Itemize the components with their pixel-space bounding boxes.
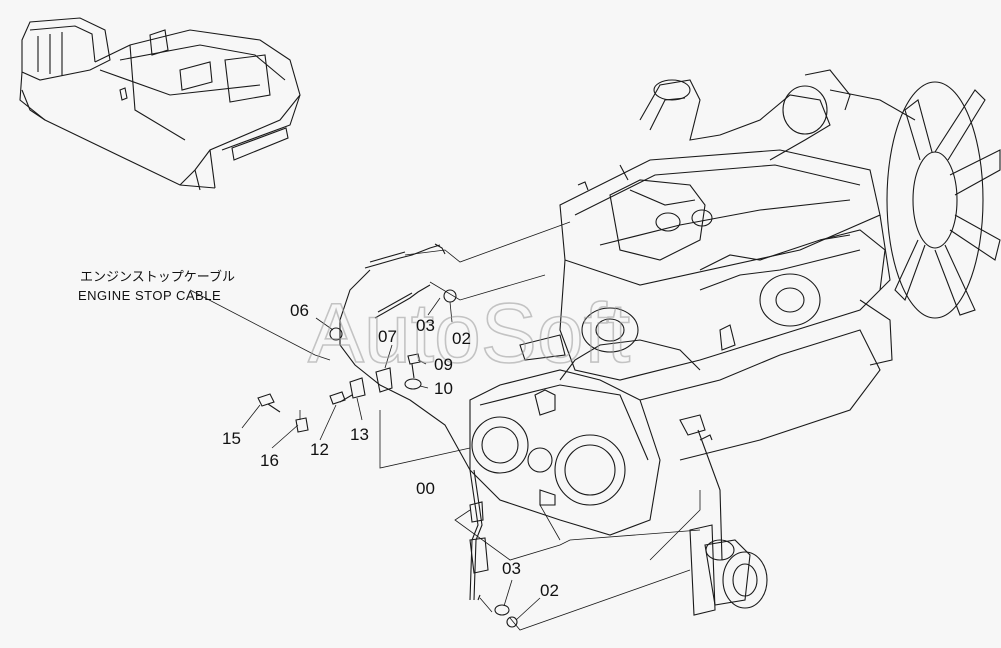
stop-solenoid <box>689 429 768 616</box>
hardware-parts <box>257 289 518 628</box>
callout-15: 15 <box>222 429 241 448</box>
callout-leaders <box>241 297 541 621</box>
caption-english: ENGINE STOP CABLE <box>78 288 221 303</box>
callout-10: 10 <box>434 379 453 398</box>
callout-13: 13 <box>350 425 369 444</box>
assembly-lines <box>189 221 701 631</box>
engine-block <box>469 79 893 536</box>
callout-06: 06 <box>290 301 309 320</box>
callout-07: 07 <box>378 327 397 346</box>
excavator-thumbnail <box>19 17 301 191</box>
callout-12: 12 <box>310 440 329 459</box>
callout-03-top: 03 <box>416 316 435 335</box>
callout-03-bottom: 03 <box>502 559 521 578</box>
callout-00: 00 <box>416 479 435 498</box>
watermark-text: AutoSoft <box>308 286 630 380</box>
callout-02-top: 02 <box>452 329 471 348</box>
callout-09: 09 <box>434 355 453 374</box>
callout-16: 16 <box>260 451 279 470</box>
cooling-fan <box>804 69 1001 319</box>
caption-japanese: エンジンストップケーブル <box>80 269 235 285</box>
stop-cable-part <box>339 243 489 601</box>
callout-02-bottom: 02 <box>540 581 559 600</box>
